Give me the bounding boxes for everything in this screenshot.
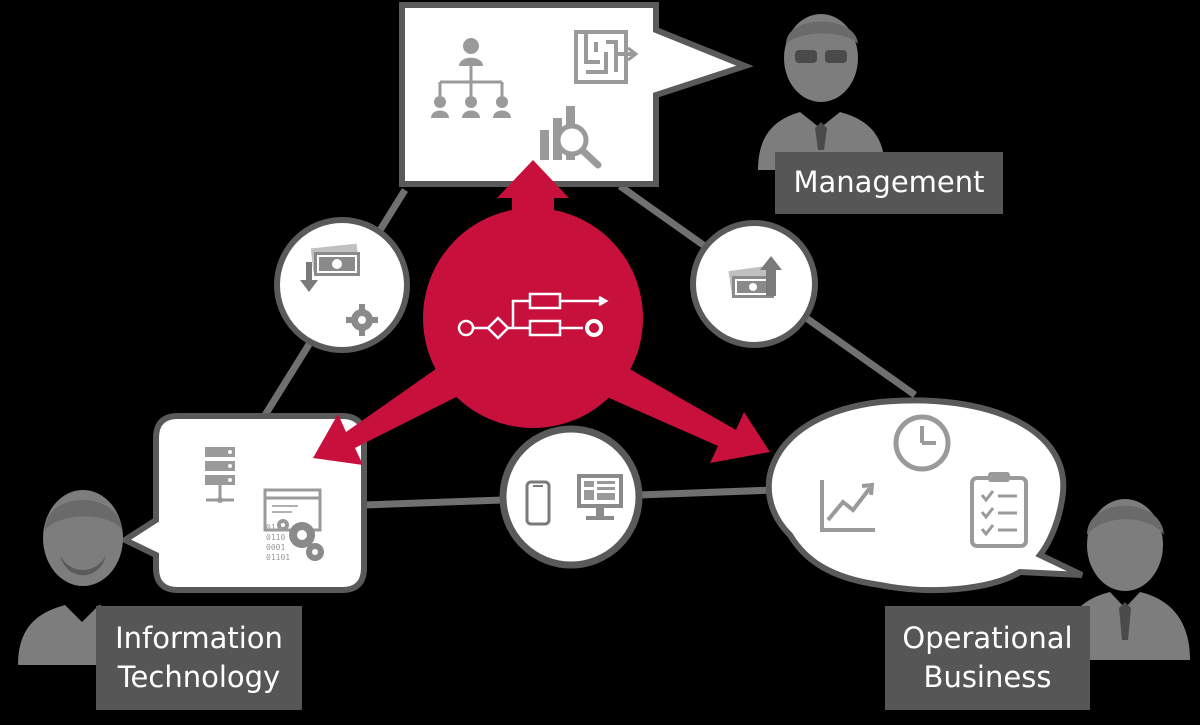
maze-icon xyxy=(574,30,639,84)
management-label-text: Management xyxy=(793,165,985,200)
devices-icon xyxy=(525,474,623,526)
process-hub xyxy=(313,160,770,465)
it-binary-line-3: 0001 xyxy=(266,543,285,552)
management-label: Management xyxy=(775,152,1003,214)
org-chart-icon xyxy=(431,38,511,118)
connector-circle-devices xyxy=(499,425,643,569)
operational-business-label: Operational Business xyxy=(885,606,1090,710)
operational-person-icon xyxy=(1060,499,1190,660)
bar-chart-magnifier-icon xyxy=(540,106,602,169)
management-bubble xyxy=(399,2,754,187)
code-gears-icon: 01 0110 0001 01101 xyxy=(263,488,324,562)
connector-circle-cost xyxy=(274,217,410,353)
it-label-line-1: Information xyxy=(115,620,283,655)
it-binary-line-4: 01101 xyxy=(266,553,290,562)
ob-label-line-2: Business xyxy=(923,660,1052,694)
it-label-line-2: Technology xyxy=(117,660,281,694)
information-technology-label: Information Technology xyxy=(96,606,302,710)
it-binary-line-1: 01 xyxy=(266,523,276,532)
process-flow-icon xyxy=(457,292,609,340)
connector-circle-revenue xyxy=(690,220,818,348)
clock-icon xyxy=(893,414,951,472)
it-binary-line-2: 0110 xyxy=(266,533,285,542)
server-icon xyxy=(205,447,235,503)
money-down-gear-icon xyxy=(300,243,378,336)
arrow-to-operational xyxy=(582,352,770,463)
money-up-icon xyxy=(728,256,782,298)
operational-bubble xyxy=(765,397,1084,594)
ob-label-line-1: Operational xyxy=(902,620,1073,655)
arrow-to-it xyxy=(313,352,478,465)
checklist-icon xyxy=(970,472,1028,548)
growth-chart-icon xyxy=(820,480,875,532)
management-person-icon xyxy=(758,14,885,170)
